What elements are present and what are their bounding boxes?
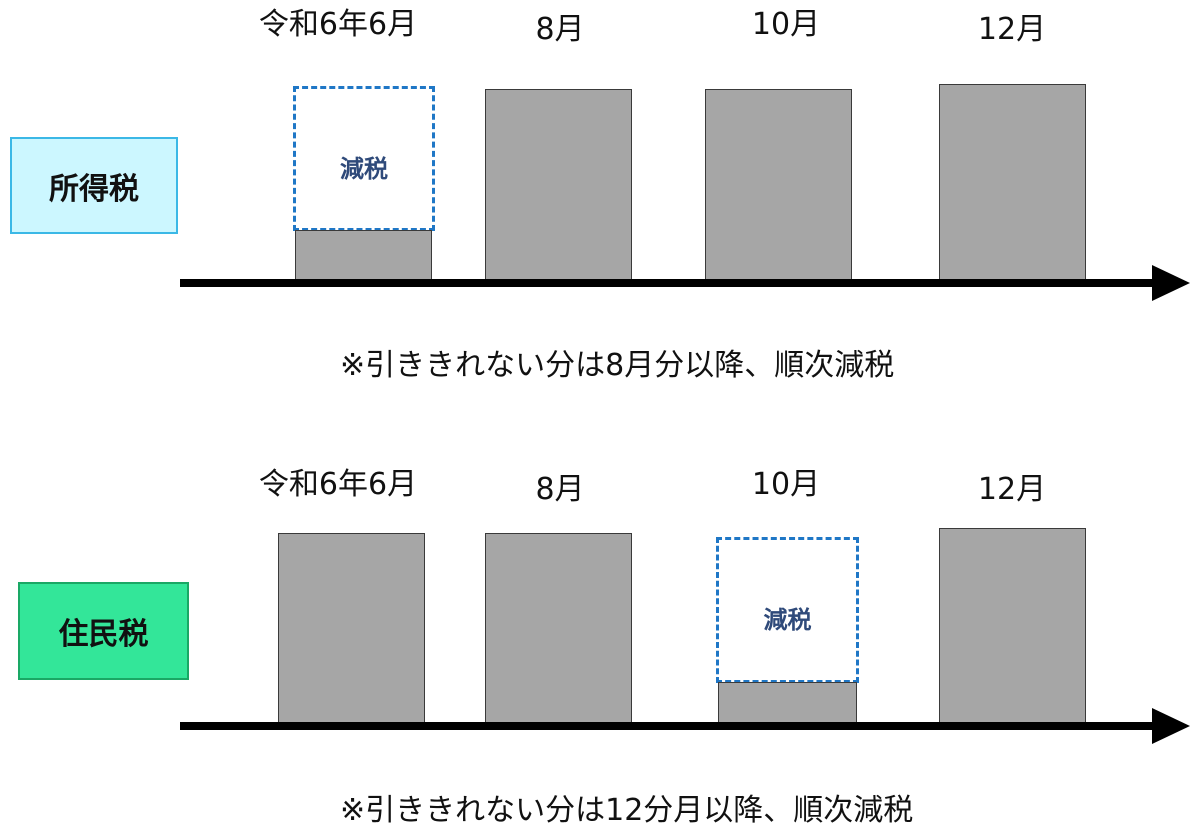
resident-tax-timeline-arrowhead: [1152, 708, 1190, 744]
month-label-aug: 8月: [535, 472, 585, 507]
income-tax-reduction-label: 減税: [340, 155, 388, 183]
income-tax-bar-jun: [295, 230, 432, 280]
month-label-jun: 令和6年6月: [258, 467, 418, 502]
resident-tax-bar-jun: [278, 533, 425, 723]
resident-tax-timeline-axis: [180, 722, 1165, 730]
resident-tax-reduction-box: 減税: [716, 537, 859, 683]
resident-tax-bar-oct: [718, 682, 857, 723]
month-label-jun: 令和6年6月: [258, 7, 418, 42]
income-tax-bar-dec: [939, 84, 1086, 280]
month-label-oct: 10月: [751, 467, 821, 502]
income-tax-reduction-box: 減税: [293, 86, 435, 231]
income-tax-note: ※引ききれない分は8月分以降、順次減税: [340, 348, 895, 383]
month-label-oct: 10月: [751, 7, 821, 42]
income-tax-bar-aug: [485, 89, 632, 280]
month-label-aug: 8月: [535, 12, 585, 47]
income-tax-timeline-arrowhead: [1152, 265, 1190, 301]
income-tax-label: 所得税: [10, 137, 178, 234]
resident-tax-reduction-label: 減税: [763, 606, 812, 634]
month-label-dec: 12月: [977, 472, 1047, 507]
income-tax-bar-oct: [705, 89, 852, 280]
resident-tax-note: ※引ききれない分は12分月以降、順次減税: [340, 793, 914, 828]
resident-tax-label: 住民税: [18, 582, 189, 680]
month-label-dec: 12月: [977, 12, 1047, 47]
resident-tax-bar-dec: [939, 528, 1086, 723]
income-tax-timeline-axis: [180, 279, 1165, 287]
resident-tax-bar-aug: [485, 533, 632, 723]
